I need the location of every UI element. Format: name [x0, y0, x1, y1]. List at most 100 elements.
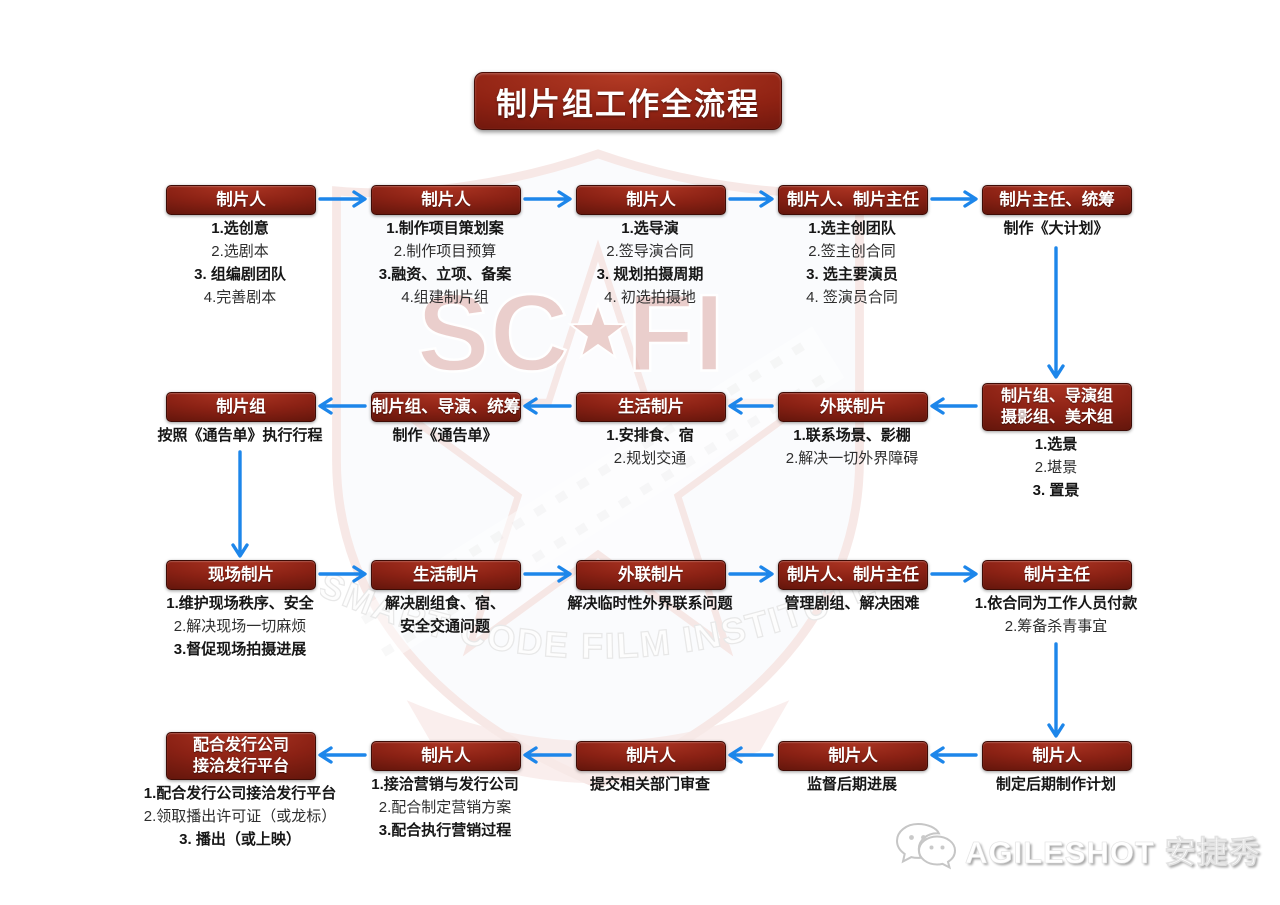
flow-node-header-r1c1: 制片人	[166, 185, 316, 215]
flow-arrow-row-1-1	[318, 190, 367, 208]
diagram-title-box: 制片组工作全流程	[474, 72, 782, 130]
flow-node-items-r2c5: 1.选景 2.堪景 3. 置景	[938, 433, 1174, 502]
flow-arrow-row-3-1	[318, 565, 367, 583]
node-item-text: 1.选创意	[211, 220, 269, 237]
node-header-text: 制片人	[626, 746, 676, 765]
node-header-text: 制片组、导演、统筹	[371, 397, 521, 416]
node-item-text: 1.配合发行公司接洽发行平台	[143, 785, 337, 802]
node-item-text: 4.完善剧本	[203, 289, 277, 306]
node-item-text: 1.选景	[1034, 436, 1078, 453]
node-item-text: 3. 置景	[1032, 482, 1080, 499]
node-item-text: 3. 播出（或上映）	[179, 831, 301, 848]
flow-node-header-r2c2: 制片组、导演、统筹	[371, 392, 521, 422]
node-header-text: 制片主任、统筹	[999, 190, 1115, 209]
flow-node-items-r4c2: 1.接洽营销与发行公司 2.配合制定营销方案 3.配合执行营销过程	[327, 773, 563, 842]
flow-node-items-r4c3: 提交相关部门审查	[532, 773, 768, 796]
node-item-text: 2.领取播出许可证（或龙标）	[143, 808, 337, 825]
flow-node-header-r2c1: 制片组	[166, 392, 316, 422]
flow-arrow-vertical-3	[1047, 642, 1065, 738]
node-item-text: 2.解决现场一切麻烦	[173, 618, 307, 635]
node-item-text: 制定后期制作计划	[995, 776, 1116, 793]
node-item-text: 4.组建制片组	[401, 289, 489, 306]
node-header-text: 外联制片	[820, 397, 886, 416]
node-item-text: 2.选剧本	[211, 243, 269, 260]
node-item-text: 1.安排食、宿	[606, 427, 694, 444]
flow-node-header-r3c2: 生活制片	[371, 560, 521, 590]
flow-arrow-row-2-2	[523, 397, 572, 415]
node-header-text: 制片人	[828, 746, 878, 765]
wechat-bubbles-icon	[895, 822, 957, 870]
flow-node-header-r4c1: 配合发行公司接洽发行平台	[166, 732, 316, 780]
flow-node-header-r4c5: 制片人	[982, 741, 1132, 771]
flow-arrow-row-4-3	[728, 746, 774, 764]
flow-node-header-r2c5: 制片组、导演组摄影组、美术组	[982, 383, 1132, 431]
node-header-text: 制片人	[1032, 746, 1082, 765]
node-header-text: 制片组	[216, 397, 266, 416]
flow-node-header-r1c2: 制片人	[371, 185, 521, 215]
node-item-text: 3. 组编剧团队	[194, 266, 286, 283]
node-item-text: 1.选导演	[621, 220, 679, 237]
node-item-text: 3.融资、立项、备案	[378, 266, 512, 283]
node-item-text: 监督后期进展	[806, 776, 897, 793]
node-item-text: 管理剧组、解决困难	[784, 595, 920, 612]
flow-arrow-row-4-1	[318, 746, 367, 764]
flow-node-items-r3c3: 解决临时性外界联系问题	[532, 592, 768, 615]
node-item-text: 2.配合制定营销方案	[378, 799, 512, 816]
node-header-text: 生活制片	[413, 565, 479, 584]
node-header-text: 制片人、制片主任	[787, 190, 919, 209]
badge-small-star	[567, 301, 629, 360]
flow-node-items-r2c2: 制作《通告单》	[327, 424, 563, 447]
flow-arrow-vertical-2	[231, 450, 249, 558]
flow-node-header-r2c3: 生活制片	[576, 392, 726, 422]
flow-arrow-row-4-4	[930, 746, 978, 764]
flow-node-items-r4c1: 1.配合发行公司接洽发行平台 2.领取播出许可证（或龙标） 3. 播出（或上映）	[122, 782, 358, 851]
flow-arrow-row-1-2	[523, 190, 572, 208]
flow-node-header-r1c3: 制片人	[576, 185, 726, 215]
flow-node-header-r1c4: 制片人、制片主任	[778, 185, 928, 215]
flow-arrow-row-3-4	[930, 565, 978, 583]
node-item-text: 制作《大计划》	[1003, 220, 1109, 237]
node-header-text: 接洽发行平台	[192, 758, 289, 775]
node-item-text: 4. 初选拍摄地	[604, 289, 696, 306]
node-item-text: 2.堪景	[1034, 459, 1078, 476]
node-item-text: 提交相关部门审查	[589, 776, 710, 793]
diagram-title: 制片组工作全流程	[496, 86, 760, 122]
node-item-text: 1.接洽营销与发行公司	[371, 776, 519, 793]
node-item-text: 2.解决一切外界障碍	[785, 450, 919, 467]
flow-arrow-row-3-3	[728, 565, 774, 583]
node-item-text: 2.制作项目预算	[393, 243, 497, 260]
flow-arrow-row-1-4	[930, 190, 978, 208]
node-header-text: 外联制片	[618, 565, 684, 584]
flow-node-header-r4c2: 制片人	[371, 741, 521, 771]
flow-node-header-r4c4: 制片人	[778, 741, 928, 771]
flow-node-items-r1c5: 制作《大计划》	[938, 217, 1174, 240]
flow-node-header-r1c5: 制片主任、统筹	[982, 185, 1132, 215]
node-item-text: 解决临时性外界联系问题	[567, 595, 733, 612]
flow-arrow-row-3-2	[523, 565, 572, 583]
node-header-text: 现场制片	[208, 565, 274, 584]
node-item-text: 制作《通告单》	[392, 427, 498, 444]
node-header-text: 摄影组、美术组	[1000, 409, 1113, 426]
node-item-text: 1.依合同为工作人员付款	[974, 595, 1138, 612]
flow-arrow-row-2-1	[318, 397, 367, 415]
node-header-text: 制片组、导演组	[1000, 388, 1113, 405]
brand-watermark: AGILESHOT 安捷秀	[893, 820, 1260, 878]
node-item-text: 3.配合执行营销过程	[378, 822, 512, 839]
flow-node-items-r2c1: 按照《通告单》执行行程	[122, 424, 358, 447]
flow-node-items-r4c5: 制定后期制作计划	[938, 773, 1174, 796]
flow-arrow-row-2-3	[728, 397, 774, 415]
node-item-text: 4. 签演员合同	[806, 289, 898, 306]
node-header-text: 制片人	[216, 190, 266, 209]
node-item-text: 2.签导演合同	[606, 243, 694, 260]
brand-text: AGILESHOT 安捷秀	[965, 834, 1261, 870]
node-item-text: 1.选主创团队	[808, 220, 896, 237]
node-header-text: 制片主任	[1024, 565, 1090, 584]
node-item-text: 2.签主创合同	[808, 243, 896, 260]
